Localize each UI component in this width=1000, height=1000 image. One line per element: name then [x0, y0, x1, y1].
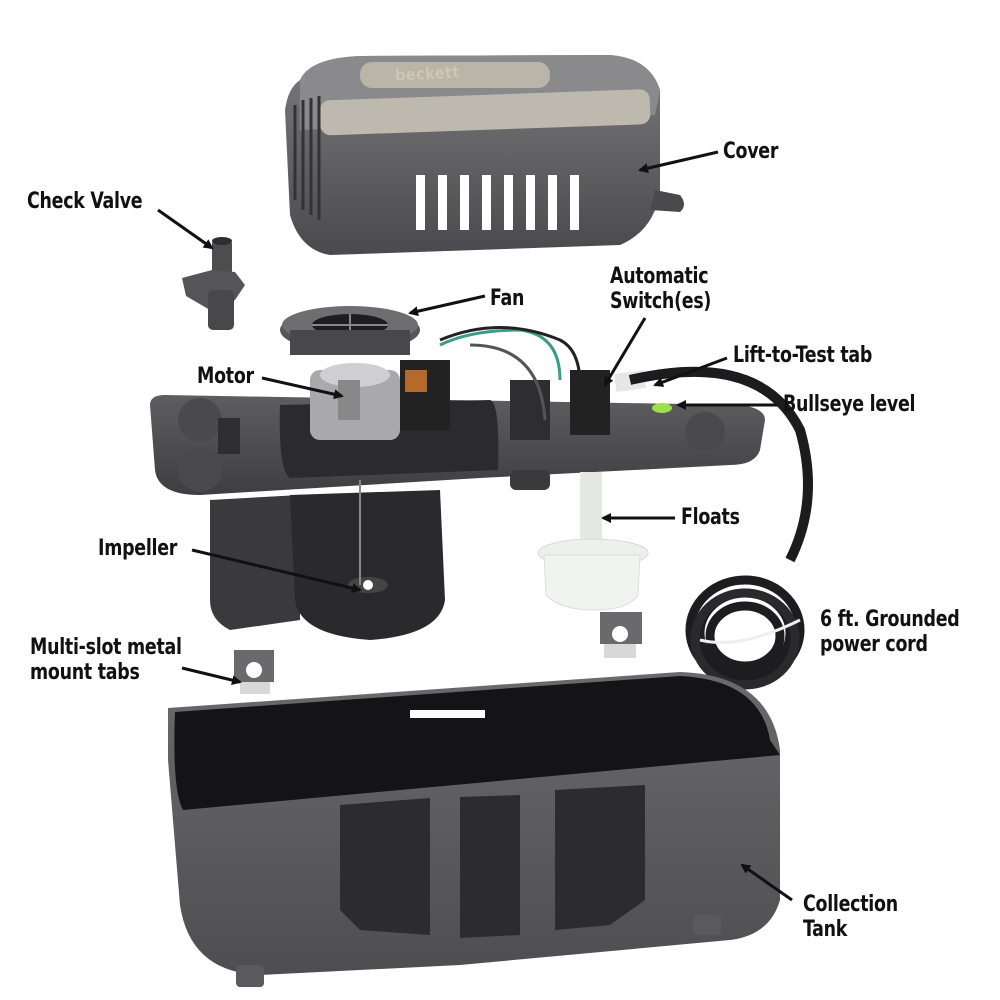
label-cover: Cover [723, 139, 778, 164]
cover-part [285, 55, 684, 255]
collection-tank-part [168, 672, 780, 987]
arrow-collection-tank [740, 863, 793, 902]
label-motor-text: Motor [197, 364, 254, 389]
arrow-automatic-switches [603, 317, 647, 387]
brand-logo: beckett [394, 62, 461, 85]
pump-base-part [150, 306, 813, 640]
arrow-mount-tabs [181, 666, 242, 685]
label-collection-tank-line2: Tank [803, 917, 848, 942]
arrow-impeller [191, 548, 362, 594]
label-impeller: Impeller [98, 536, 177, 561]
label-floats-text: Floats [681, 505, 740, 530]
label-mount-tabs-line1: Multi-slot metal [30, 635, 182, 660]
label-power-cord-line2: power cord [820, 632, 928, 657]
arrow-fan [408, 294, 486, 317]
check-valve-part [182, 237, 245, 330]
label-check-valve: Check Valve [27, 189, 143, 214]
label-collection-tank-line1: Collection [803, 892, 898, 917]
label-power-cord-line1: 6 ft. Grounded [820, 607, 960, 632]
label-lift-to-test-tab: Lift-to-Test tab [733, 343, 872, 368]
label-mount-tabs-line2: mount tabs [30, 660, 140, 685]
arrow-motor [261, 376, 344, 400]
label-impeller-text: Impeller [98, 536, 178, 561]
arrow-cover [638, 150, 719, 174]
label-fan-text: Fan [490, 286, 525, 311]
label-floats: Floats [681, 505, 740, 530]
label-automatic-switches: Automatic Switch(es) [610, 264, 711, 314]
power-cord-coil [685, 575, 805, 690]
label-collection-tank: Collection Tank [803, 892, 898, 942]
label-mount-tabs: Multi-slot metal mount tabs [30, 635, 182, 685]
label-bullseye-level-text: Bullseye level [783, 392, 916, 417]
arrow-check-valve [157, 208, 214, 250]
callout-arrows [157, 150, 793, 902]
label-bullseye-level: Bullseye level [783, 392, 916, 417]
label-automatic-switches-line1: Automatic [610, 264, 709, 289]
label-check-valve-text: Check Valve [27, 189, 143, 214]
label-motor: Motor [197, 364, 254, 389]
arrow-lift-to-test [653, 356, 728, 387]
label-lift-to-test-tab-text: Lift-to-Test tab [733, 343, 873, 368]
label-fan: Fan [490, 286, 524, 311]
label-cover-text: Cover [723, 139, 779, 164]
label-automatic-switches-line2: Switch(es) [610, 289, 712, 314]
floats-part [537, 472, 649, 611]
label-power-cord: 6 ft. Grounded power cord [820, 607, 960, 657]
